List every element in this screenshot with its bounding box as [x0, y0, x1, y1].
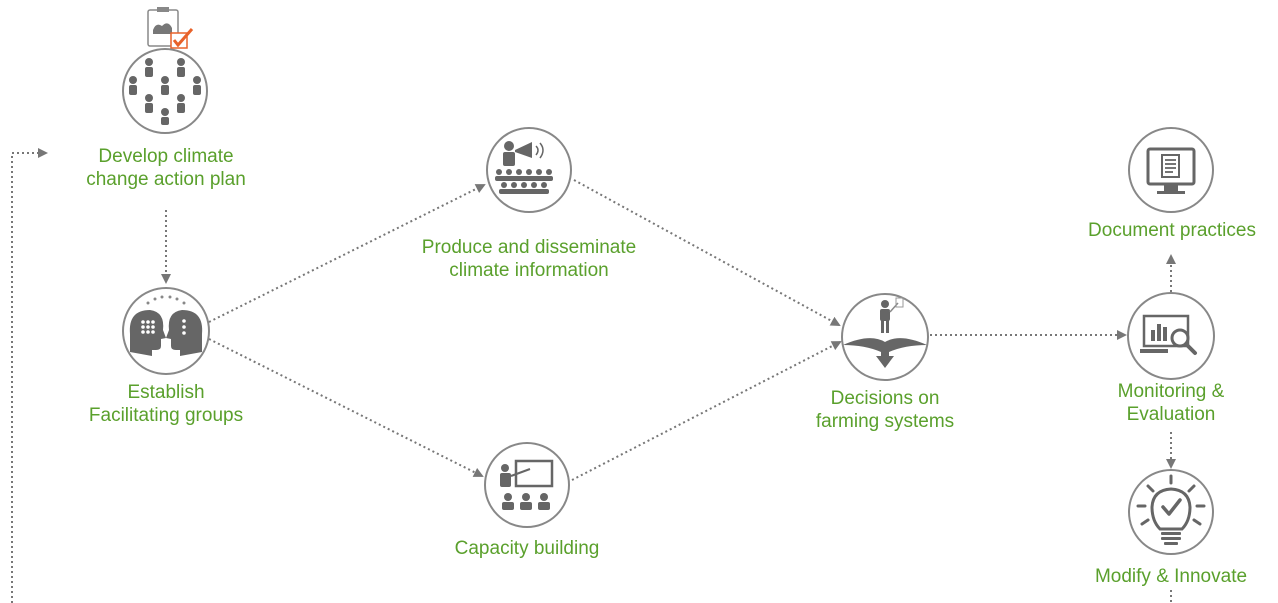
decisions-label-line1: Decisions on [830, 388, 940, 409]
two-heads-icon [122, 287, 210, 375]
monitor-document-icon [1128, 127, 1214, 213]
presentation-board-icon [484, 442, 570, 528]
crossroads-person-icon [841, 293, 929, 381]
connector-groups-to-information [208, 184, 486, 323]
decisions-label: Decisions on farming systems [816, 387, 954, 433]
monitoring-label-line2: Evaluation [1126, 404, 1216, 425]
facilitating-groups-label: Establish Facilitating groups [89, 381, 243, 427]
connector-feedback-loop [11, 153, 1172, 603]
develop-plan-label: Develop climate change action plan [86, 145, 246, 191]
connector-groups-to-capacity [208, 338, 484, 477]
people-group-icon [122, 7, 208, 134]
monitoring-label-line1: Monitoring & [1117, 381, 1225, 402]
develop-plan-label-line2: change action plan [86, 169, 246, 190]
monitoring-label: Monitoring & Evaluation [1118, 380, 1225, 426]
document-label-line1: Document practices [1088, 220, 1256, 241]
megaphone-audience-icon [486, 127, 572, 213]
check-icon [172, 28, 194, 48]
climate-information-label-line2: climate information [449, 260, 609, 281]
climate-information-label-line1: Produce and disseminate [421, 237, 637, 258]
connector-capacity-to-decisions [571, 341, 842, 481]
capacity-building-label-line1: Capacity building [454, 538, 600, 559]
lightbulb-check-icon [1128, 469, 1214, 555]
modify-label-line1: Modify & Innovate [1094, 566, 1248, 587]
facilitating-groups-label-line2: Facilitating groups [88, 405, 244, 426]
modify-label: Modify & Innovate [1095, 565, 1247, 588]
capacity-building-label: Capacity building [455, 537, 600, 560]
magnifier-chart-icon [1127, 292, 1215, 380]
decisions-label-line2: farming systems [815, 411, 955, 432]
connector-information-to-decisions [573, 179, 841, 326]
facilitating-groups-label-line1: Establish [127, 382, 205, 403]
develop-plan-label-line1: Develop climate [98, 146, 234, 167]
document-label: Document practices [1088, 219, 1256, 242]
climate-information-label: Produce and disseminate climate informat… [422, 236, 636, 282]
